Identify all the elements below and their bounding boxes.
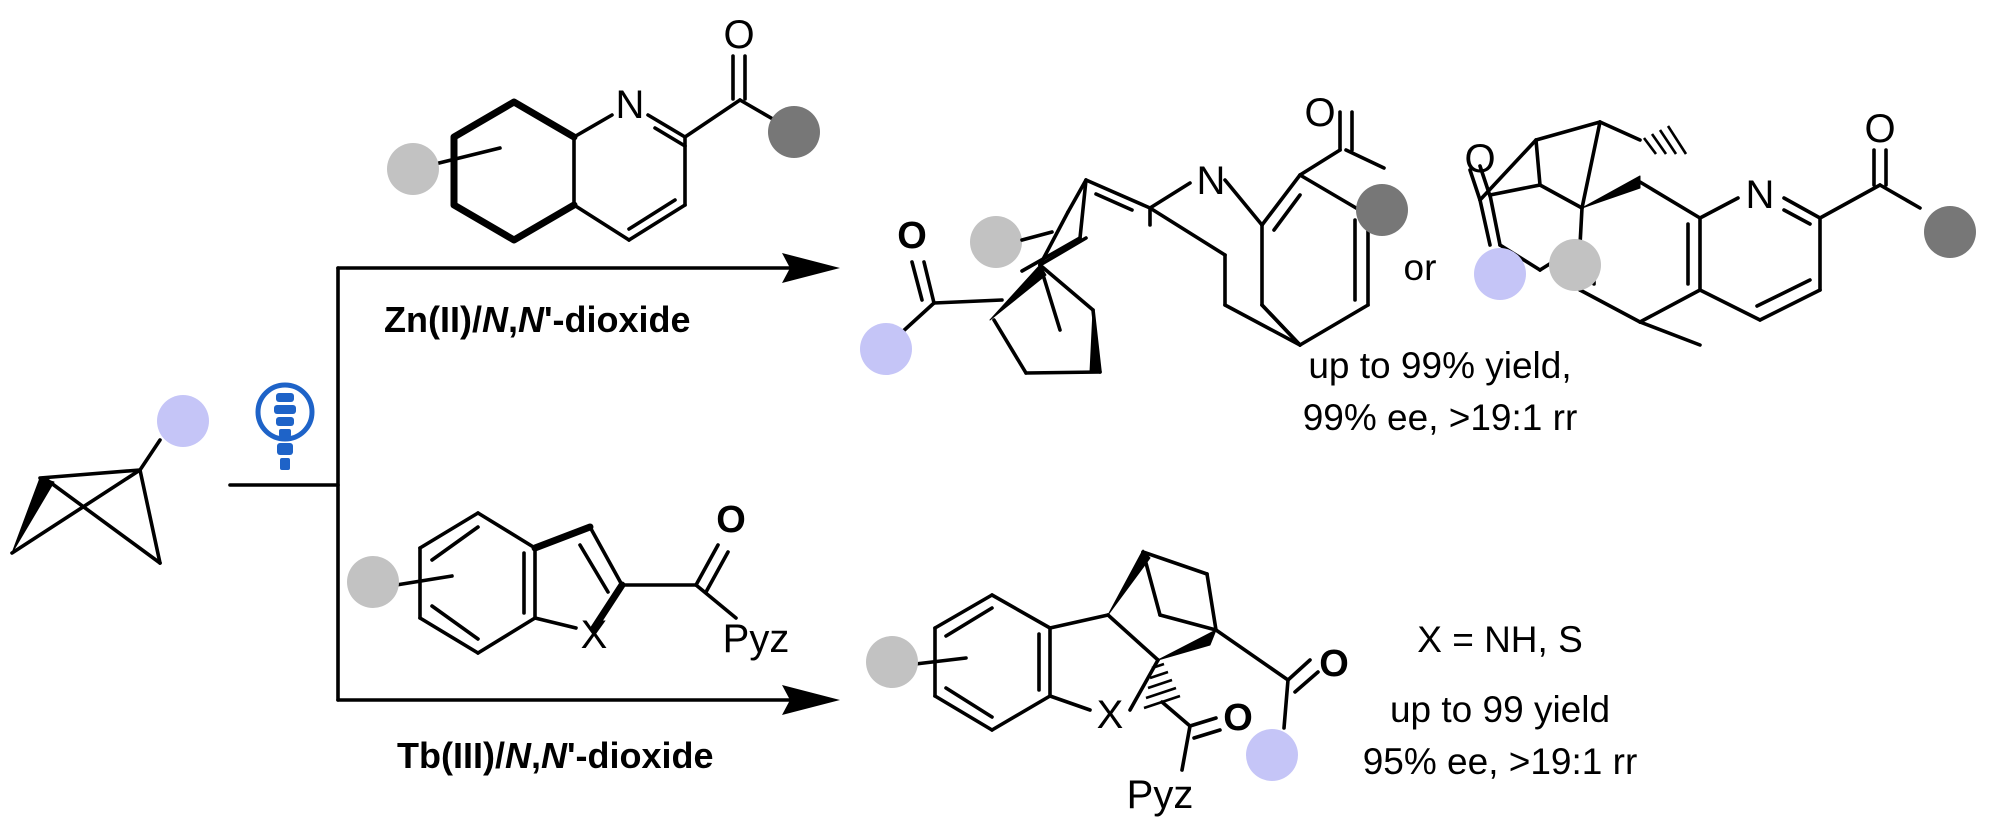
carbonyl-o-label: O [1319,643,1349,685]
substituent-blue-circle [1246,729,1298,781]
substituent-light-circle [347,556,399,608]
lower-product-cycloadduct: X O O Pyz [866,549,1349,817]
quinoline-n-label: N [1197,159,1226,203]
substituent-blue-circle [1474,248,1526,300]
stereo-wedge [1581,175,1641,209]
quinoline-reagent: N O [387,13,820,244]
stereo-wedge [1089,309,1101,373]
upper-product-spirocycle: N O O [1464,107,1976,347]
carbonyl-o-label: O [1223,697,1253,739]
light-bulb-icon [255,382,315,470]
stereo-hash [1642,125,1688,155]
substituent-light-circle [866,636,918,688]
substituent-light-circle [387,143,439,195]
substituent-blue-circle [157,395,209,447]
lower-result-line2: 95% ee, >19:1 rr [1363,741,1638,782]
upper-result-line1: up to 99% yield, [1308,345,1571,386]
stereo-wedge [989,264,1047,321]
lower-scope-label: X = NH, S [1417,619,1583,660]
upper-result-line2: 99% ee, >19:1 rr [1303,397,1578,438]
upper-arrow-head [782,253,840,283]
substituent-dark-circle [1356,184,1408,236]
carbonyl-o-label: O [716,499,746,541]
carbonyl-o-label: O [723,13,754,57]
upper-product-cycloadduct: O N O [860,91,1408,375]
quinoline-n-label: N [616,83,645,127]
carbonyl-o-label: O [1864,107,1895,151]
substituent-dark-circle [1924,206,1976,258]
substituent-blue-circle [860,323,912,375]
carbonyl-o-label: O [1304,91,1335,135]
carbonyl-o-label: O [1464,137,1495,181]
carbonyl-o-label: O [897,215,927,257]
bicyclobutane-substrate [10,395,209,565]
or-separator: or [1404,247,1437,288]
substituent-dark-circle [768,106,820,158]
pyrazole-pyz-label: Pyz [1127,773,1194,817]
substituent-light-circle [1549,239,1601,291]
quinoline-n-label: N [1746,173,1775,217]
indole-reagent: X O Pyz [347,499,789,661]
upper-condition-label: Zn(II)/N,N'-dioxide [384,299,691,340]
lower-condition-label: Tb(III)/N,N'-dioxide [397,735,714,776]
substituent-light-circle [970,216,1022,268]
stereo-wedge [1157,629,1217,661]
lower-result-line1: up to 99 yield [1390,689,1610,730]
lower-arrow-head [782,685,840,715]
heteroatom-x-label: X [581,613,608,657]
reaction-arrows [228,253,840,715]
bicyclobutane-wedge-bond [11,477,55,554]
pyrazole-pyz-label: Pyz [723,617,790,661]
heteroatom-x-label: X [1097,693,1124,737]
